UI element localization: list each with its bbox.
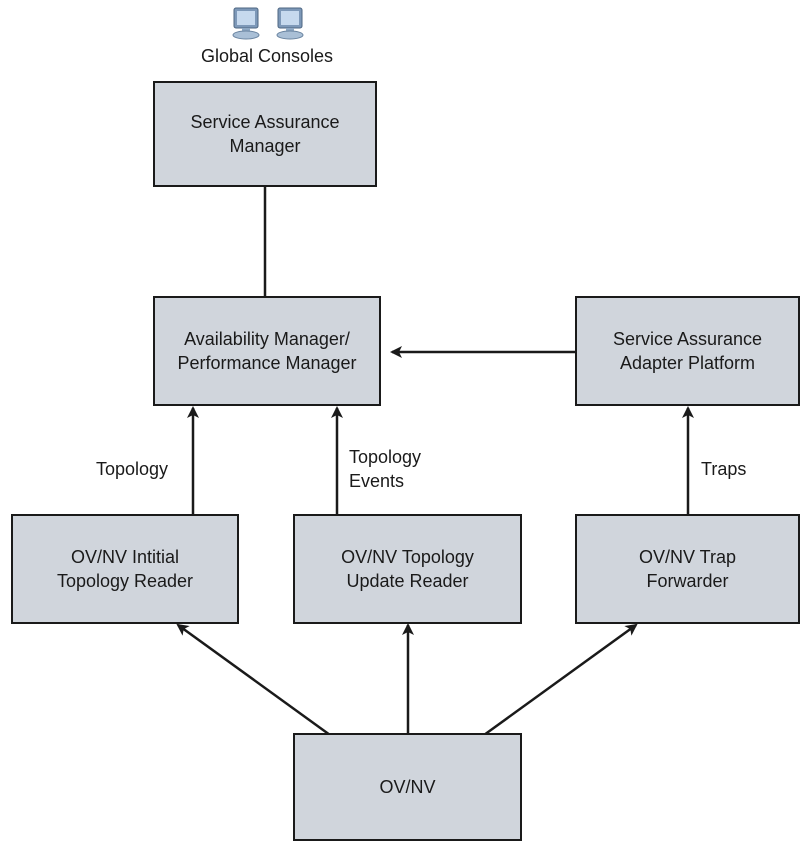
ovnv-to-trap-arrow: [483, 623, 638, 737]
availability-performance-manager-node: Availability Manager/ Performance Manage…: [153, 296, 381, 406]
availability-performance-manager-label: Availability Manager/ Performance Manage…: [177, 329, 357, 373]
ovnv-label: OV/NV: [379, 777, 436, 797]
ovnv-to-itr-arrow: [176, 623, 331, 737]
ovnv-node: OV/NV: [293, 733, 522, 841]
trap-forwarder-node: OV/NV Trap Forwarder: [575, 514, 800, 624]
topology-update-reader-label: OV/NV Topology Update Reader: [341, 547, 474, 591]
desktop-computer-icon: [232, 7, 304, 40]
global-consoles-label: Global Consoles: [200, 46, 334, 66]
traps-edge-label: Traps: [701, 459, 747, 479]
initial-topology-reader-node: OV/NV Intitial Topology Reader: [11, 514, 239, 624]
topology-events-edge-label: Topology Events: [349, 447, 422, 491]
topology-update-reader-node: OV/NV Topology Update Reader: [293, 514, 522, 624]
service-assurance-manager-node: Service Assurance Manager: [153, 81, 377, 187]
adapter-platform-label: Service Assurance Adapter Platform: [612, 329, 763, 373]
trap-forwarder-label: OV/NV Trap Forwarder: [638, 547, 737, 591]
adapter-platform-node: Service Assurance Adapter Platform: [575, 296, 800, 406]
service-assurance-manager-label: Service Assurance Manager: [190, 112, 340, 156]
topology-edge-label: Topology: [96, 459, 169, 479]
initial-topology-reader-label: OV/NV Intitial Topology Reader: [56, 547, 194, 591]
